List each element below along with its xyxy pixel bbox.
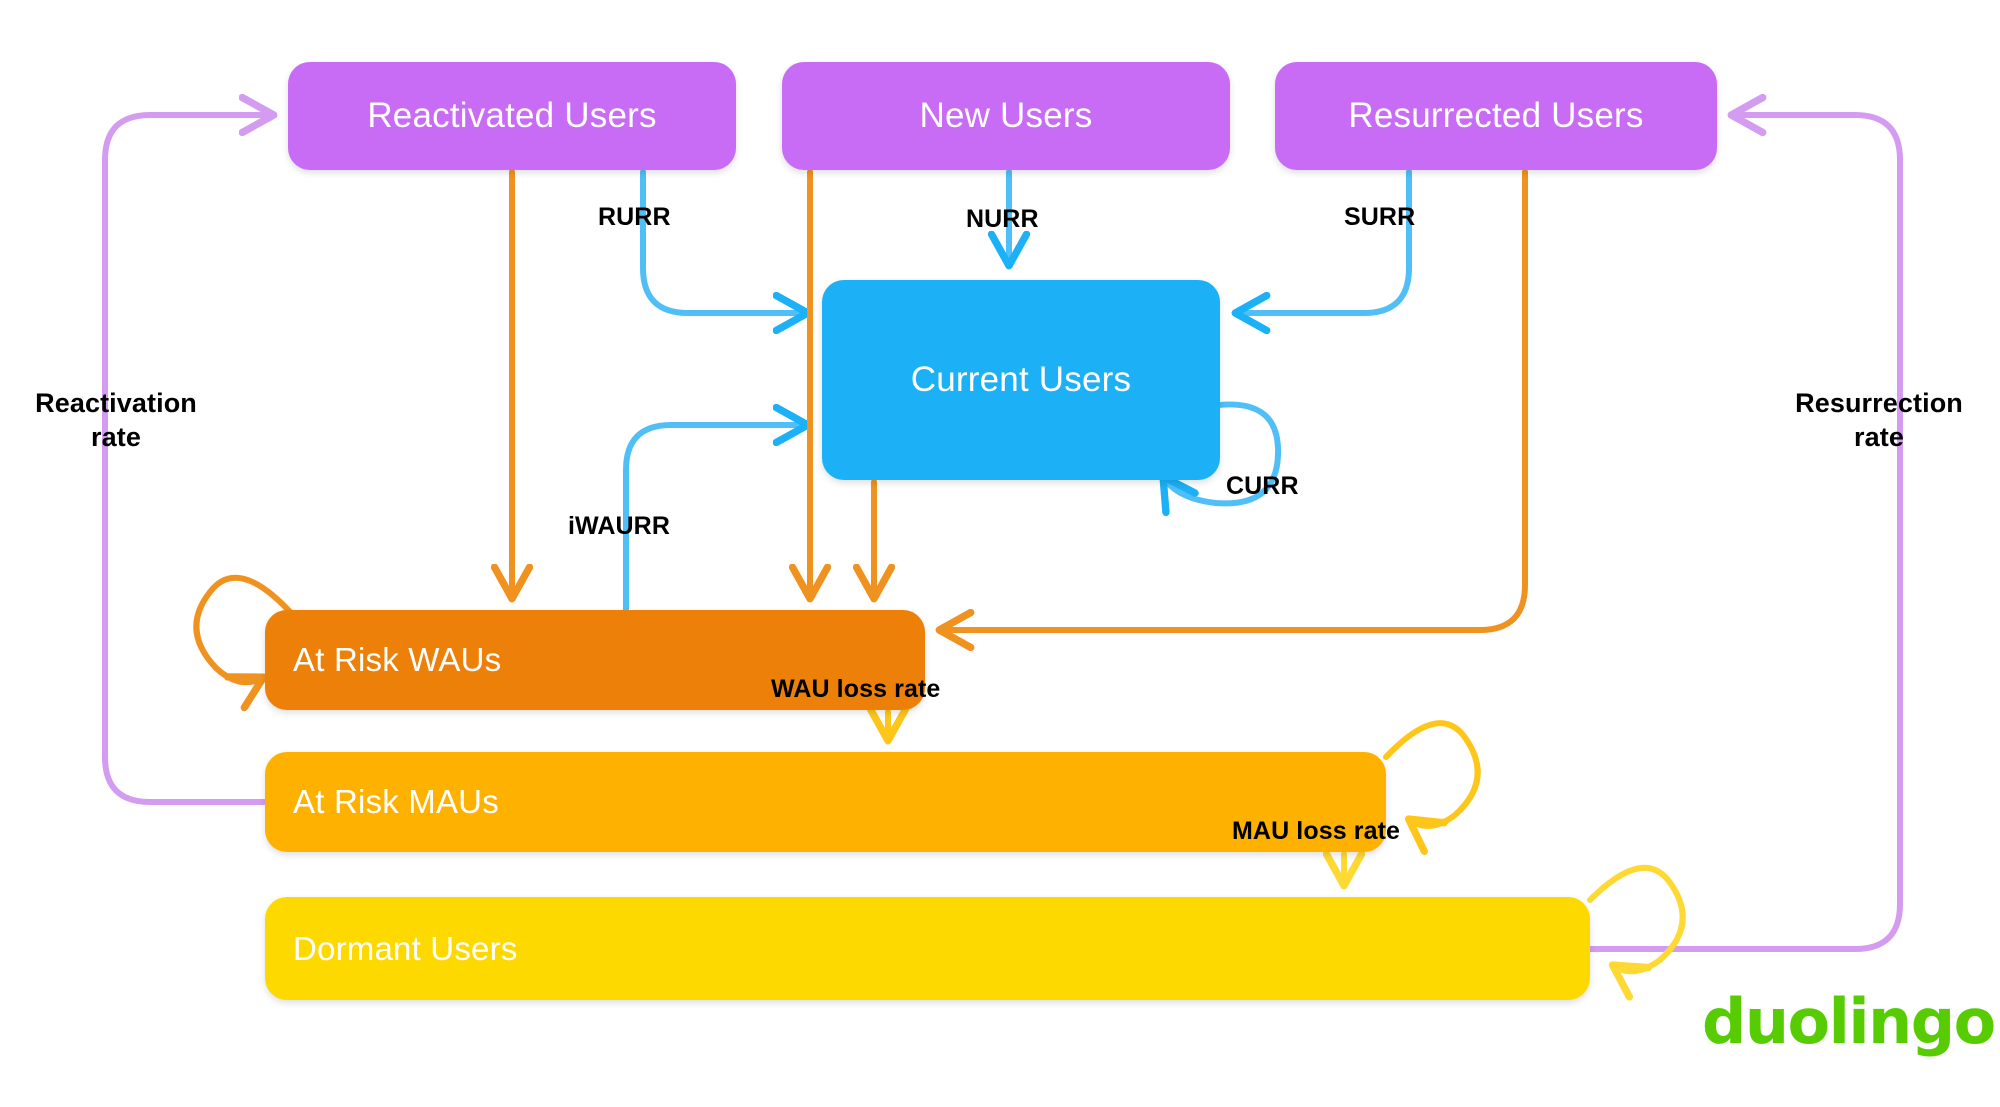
edge-reactivation-rate: [102, 115, 272, 805]
node-at-risk-maus-label: At Risk MAUs: [293, 783, 499, 820]
edge-rurr: [640, 169, 806, 313]
edge-label-resurrection-rate-line1: Resurrection: [1795, 388, 1963, 418]
node-dormant-users-label: Dormant Users: [293, 929, 518, 967]
edge-dormant-selfloop: [1587, 864, 1686, 971]
node-current-users-label: Current Users: [910, 360, 1132, 399]
node-at-risk-waus-label: At Risk WAUs: [293, 641, 502, 678]
edge-label-nurr: NURR: [966, 205, 1039, 233]
edge-label-iwaurr: iWAURR: [568, 512, 670, 540]
node-at-risk-maus[interactable]: At Risk MAUs: [265, 752, 1386, 852]
edge-label-resurrection-rate-line2: rate: [1854, 421, 1904, 452]
node-new-users-label: New Users: [919, 96, 1093, 135]
edge-label-surr: SURR: [1344, 203, 1416, 231]
edge-resurrection-rate: [1587, 115, 1903, 952]
edge-surr: [1237, 169, 1412, 313]
node-at-risk-waus[interactable]: At Risk WAUs: [265, 610, 925, 710]
node-dormant-users[interactable]: Dormant Users: [265, 897, 1590, 1000]
edge-label-reactivation-rate-line2: rate: [91, 421, 141, 452]
node-new-users[interactable]: New Users: [782, 62, 1230, 170]
node-reactivated-users-label: Reactivated Users: [367, 96, 657, 135]
node-current-users[interactable]: Current Users: [822, 280, 1220, 480]
node-resurrected-users-label: Resurrected Users: [1348, 96, 1644, 135]
edge-atriskmaus-selfloop: [1383, 720, 1481, 826]
edge-label-mau-loss-rate: MAU loss rate: [1232, 817, 1401, 845]
edge-label-resurrection-rate: Resurrection rate: [1768, 387, 1990, 455]
edge-label-reactivation-rate-line1: Reactivation: [35, 388, 197, 418]
edge-label-reactivation-rate: Reactivation rate: [6, 387, 226, 455]
node-resurrected-users[interactable]: Resurrected Users: [1275, 62, 1717, 170]
edge-label-curr: CURR: [1226, 472, 1299, 500]
duolingo-logo: duolingo: [1702, 985, 1996, 1058]
edge-label-rurr: RURR: [598, 203, 671, 231]
edge-label-wau-loss-rate: WAU loss rate: [771, 675, 941, 703]
node-reactivated-users[interactable]: Reactivated Users: [288, 62, 736, 170]
